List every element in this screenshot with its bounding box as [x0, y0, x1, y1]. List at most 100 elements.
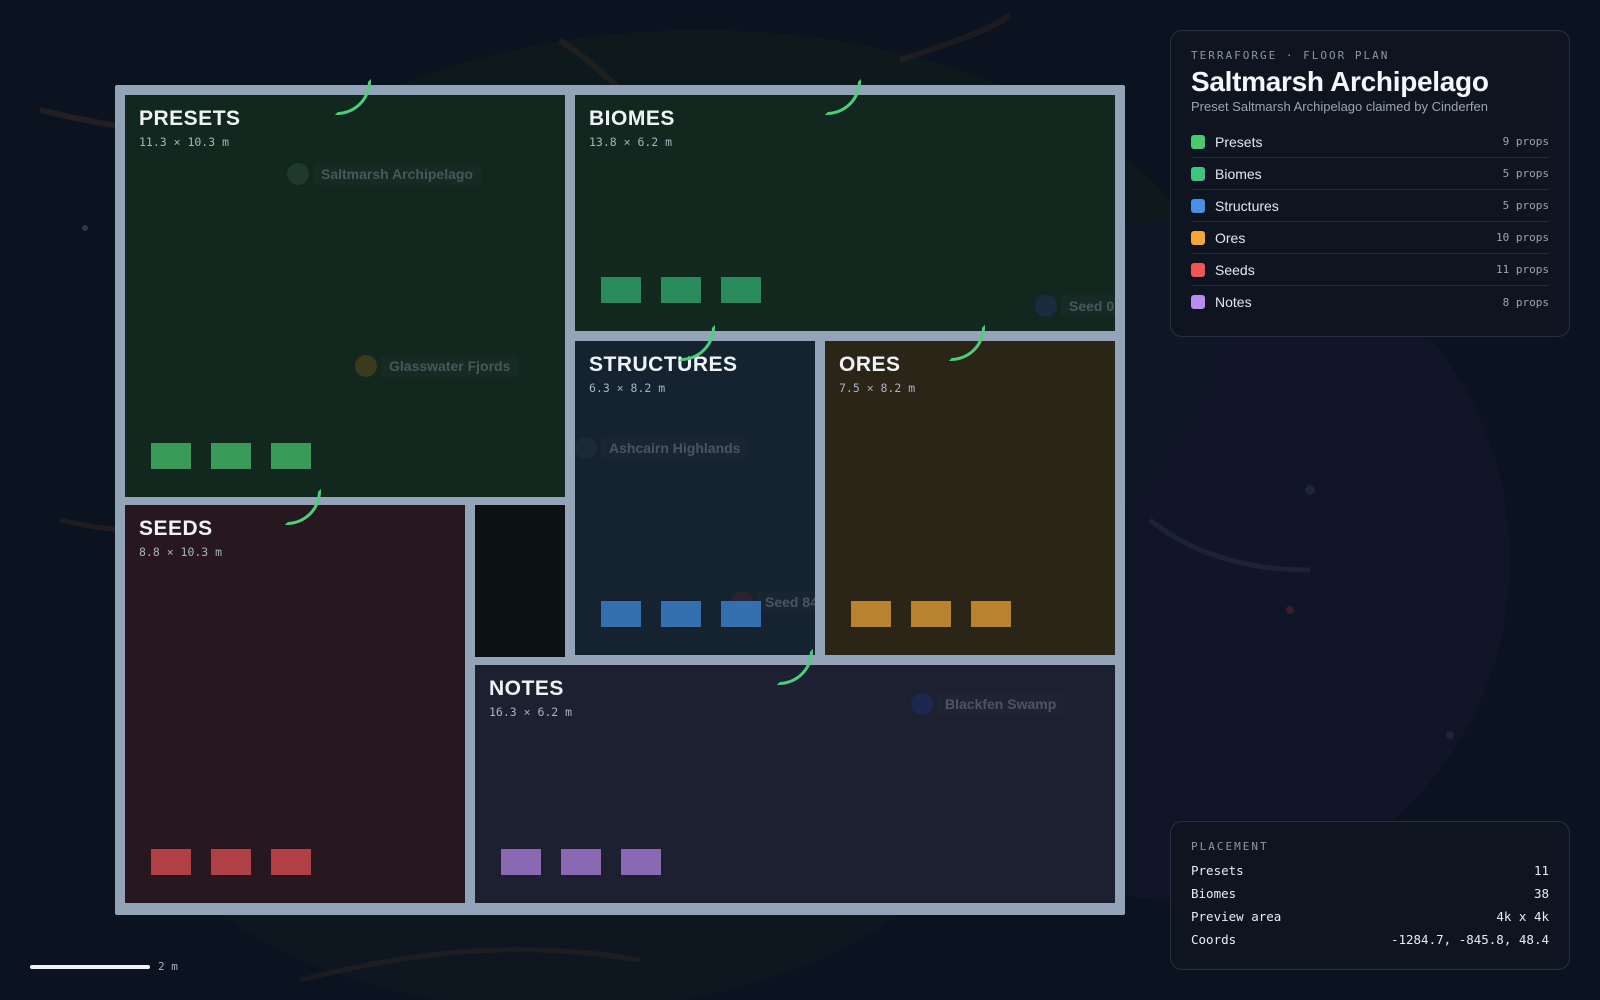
- legend-item-ores[interactable]: Ores 10 props: [1191, 222, 1549, 254]
- map-label: Saltmarsh Archipelago: [313, 163, 481, 185]
- prop-list: [851, 601, 1011, 627]
- room-dimensions: 13.8 × 6.2 m: [589, 135, 673, 149]
- legend-label: Biomes: [1215, 165, 1262, 182]
- map-marker-icon: [911, 693, 933, 715]
- prop-tile[interactable]: [211, 849, 251, 875]
- placement-value: 38: [1533, 886, 1549, 901]
- scale-bar-line: [30, 964, 150, 969]
- placement-label: Presets: [1191, 863, 1244, 878]
- legend-count: 11 props: [1496, 263, 1549, 276]
- legend-panel: TERRAFORGE · FLOOR PLAN Saltmarsh Archip…: [1170, 30, 1570, 337]
- prop-tile[interactable]: [721, 277, 761, 303]
- legend-item-structures[interactable]: Structures 5 props: [1191, 190, 1549, 222]
- placement-panel: PLACEMENT Presets 11 Biomes 38 Preview a…: [1170, 821, 1570, 970]
- placement-value: 11: [1533, 863, 1549, 878]
- legend-list: Presets 9 props Biomes 5 props Structure…: [1191, 126, 1549, 318]
- placement-label: Coords: [1191, 932, 1237, 947]
- legend-label: Presets: [1215, 133, 1263, 150]
- color-swatch: [1191, 134, 1205, 149]
- map-marker-icon: [287, 163, 309, 185]
- map-label: Blackfen Swamp: [937, 693, 1065, 715]
- prop-tile[interactable]: [601, 277, 641, 303]
- room-dimensions: 8.8 × 10.3 m: [139, 545, 223, 559]
- placement-row: Coords -1284.7, -845.8, 48.4: [1191, 928, 1549, 951]
- legend-item-notes[interactable]: Notes 8 props: [1191, 286, 1549, 318]
- prop-tile[interactable]: [661, 601, 701, 627]
- scale-bar: 2 m: [30, 960, 178, 973]
- placement-value: 4k x 4k: [1496, 909, 1549, 924]
- room-seeds[interactable]: SEEDS 8.8 × 10.3 m: [125, 505, 465, 903]
- legend-count: 8 props: [1502, 295, 1549, 309]
- prop-tile[interactable]: [911, 601, 951, 627]
- map-marker-icon: [1035, 295, 1057, 317]
- color-swatch: [1191, 198, 1205, 213]
- placement-label: Biomes: [1191, 886, 1237, 901]
- room-structures[interactable]: Ashcairn Highlands Seed 8419… STRUCTURES…: [575, 341, 815, 655]
- placement-row: Preview area 4k x 4k: [1191, 905, 1549, 928]
- prop-tile[interactable]: [851, 601, 891, 627]
- room-name: ORES: [839, 353, 901, 376]
- prop-tile[interactable]: [271, 443, 311, 469]
- color-swatch: [1191, 262, 1205, 277]
- color-swatch: [1191, 230, 1205, 245]
- room-dimensions: 7.5 × 8.2 m: [839, 381, 916, 395]
- map-label: Glasswater Fjords: [381, 355, 519, 377]
- legend-count: 5 props: [1502, 167, 1549, 180]
- room-notes[interactable]: Blackfen Swamp NOTES 16.3 × 6.2 m: [475, 665, 1115, 903]
- map-marker-icon: [355, 355, 377, 377]
- placement-row: Biomes 38: [1191, 882, 1549, 905]
- room-ores[interactable]: ORES 7.5 × 8.2 m: [825, 341, 1115, 655]
- room-dimensions: 16.3 × 6.2 m: [489, 705, 573, 719]
- legend-eyebrow: TERRAFORGE · FLOOR PLAN: [1191, 49, 1390, 62]
- map-title: Saltmarsh Archipelago: [1191, 66, 1489, 97]
- prop-tile[interactable]: [151, 849, 191, 875]
- legend-label: Ores: [1215, 229, 1246, 246]
- prop-list: [151, 849, 311, 875]
- room-name: SEEDS: [139, 517, 213, 540]
- prop-tile[interactable]: [561, 849, 601, 875]
- legend-label: Notes: [1215, 294, 1252, 310]
- map-subtitle: Preset Saltmarsh Archipelago claimed by …: [1191, 99, 1488, 114]
- legend-item-presets[interactable]: Presets 9 props: [1191, 126, 1549, 158]
- prop-list: [601, 601, 761, 627]
- legend-label: Structures: [1215, 197, 1279, 214]
- floor-plan: Saltmarsh Archipelago Glasswater Fjords …: [115, 79, 1125, 915]
- room-name: BIOMES: [589, 107, 675, 130]
- prop-list: [601, 277, 761, 303]
- room-dimensions: 6.3 × 8.2 m: [589, 381, 666, 395]
- room-dimensions: 11.3 × 10.3 m: [139, 135, 230, 149]
- prop-tile[interactable]: [151, 443, 191, 469]
- color-swatch: [1191, 166, 1205, 181]
- prop-list: [151, 443, 311, 469]
- room-presets[interactable]: Saltmarsh Archipelago Glasswater Fjords …: [125, 95, 565, 497]
- map-label: Ashcairn Highlands: [601, 437, 749, 459]
- legend-count: 9 props: [1502, 135, 1549, 148]
- prop-tile[interactable]: [621, 849, 661, 875]
- prop-tile[interactable]: [211, 443, 251, 469]
- prop-list: [501, 849, 661, 875]
- map-marker-icon: [575, 437, 597, 459]
- legend-count: 10 props: [1496, 231, 1549, 244]
- room-closet: [475, 505, 565, 657]
- prop-tile[interactable]: [971, 601, 1011, 627]
- prop-tile[interactable]: [661, 277, 701, 303]
- legend-item-seeds[interactable]: Seeds 11 props: [1191, 254, 1549, 286]
- color-swatch: [1191, 295, 1205, 309]
- prop-tile[interactable]: [271, 849, 311, 875]
- legend-count: 5 props: [1502, 199, 1549, 212]
- room-biomes[interactable]: Seed 0…109854 BIOMES 13.8 × 6.2 m: [575, 95, 1115, 331]
- map-label: Seed 0…109854: [1061, 295, 1115, 317]
- room-name: STRUCTURES: [589, 353, 738, 376]
- placement-eyebrow: PLACEMENT: [1191, 840, 1269, 853]
- placement-row: Presets 11: [1191, 859, 1549, 882]
- legend-item-biomes[interactable]: Biomes 5 props: [1191, 158, 1549, 190]
- placement-value: -1284.7, -845.8, 48.4: [1390, 932, 1549, 947]
- prop-tile[interactable]: [601, 601, 641, 627]
- legend-label: Seeds: [1215, 261, 1255, 278]
- prop-tile[interactable]: [721, 601, 761, 627]
- scale-label: 2 m: [158, 960, 178, 973]
- placement-label: Preview area: [1191, 909, 1282, 924]
- room-name: PRESETS: [139, 107, 241, 130]
- prop-tile[interactable]: [501, 849, 541, 875]
- map-label: Seed 8419…: [757, 591, 815, 613]
